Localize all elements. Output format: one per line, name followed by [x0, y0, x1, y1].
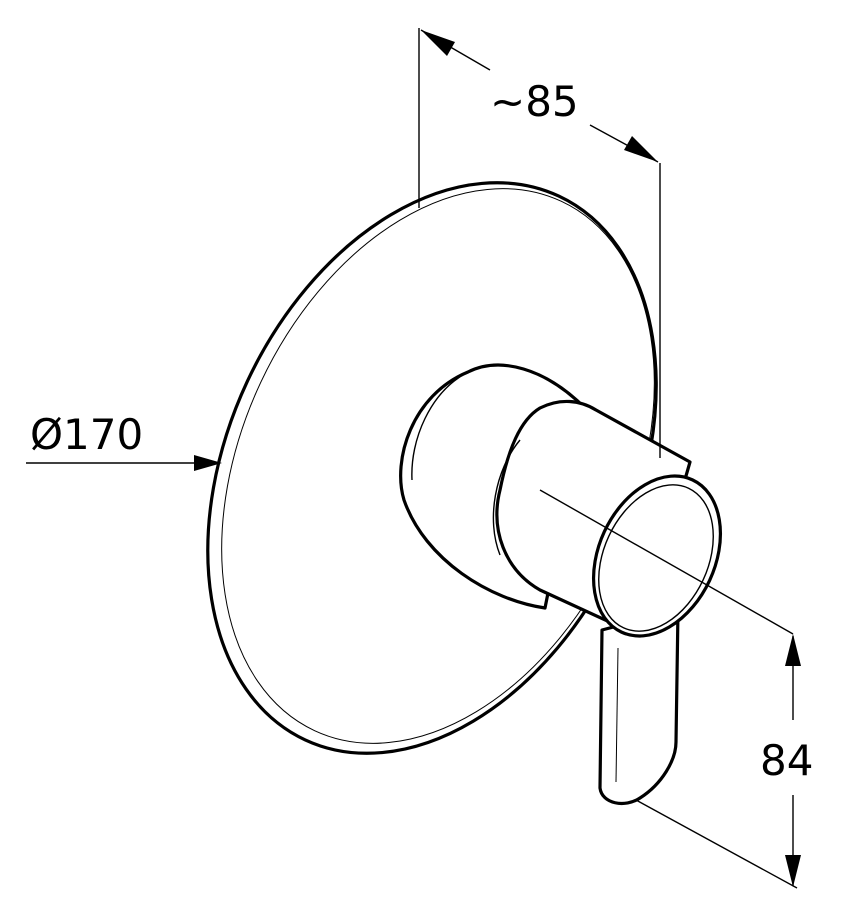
depth-label: ~85 — [490, 77, 579, 126]
dimension-diameter: Ø170 — [26, 410, 222, 471]
arrowhead — [421, 30, 455, 56]
dimension-depth: ~85 — [418, 28, 661, 458]
arrowhead — [194, 455, 222, 471]
dimension-lever-height: 84 — [539, 489, 813, 889]
lever-handle — [598, 608, 680, 806]
lever-height-label: 84 — [760, 736, 813, 785]
arrowhead — [624, 136, 658, 162]
diameter-label: Ø170 — [30, 410, 143, 459]
arrowhead — [785, 634, 801, 666]
arrowhead — [785, 855, 801, 887]
